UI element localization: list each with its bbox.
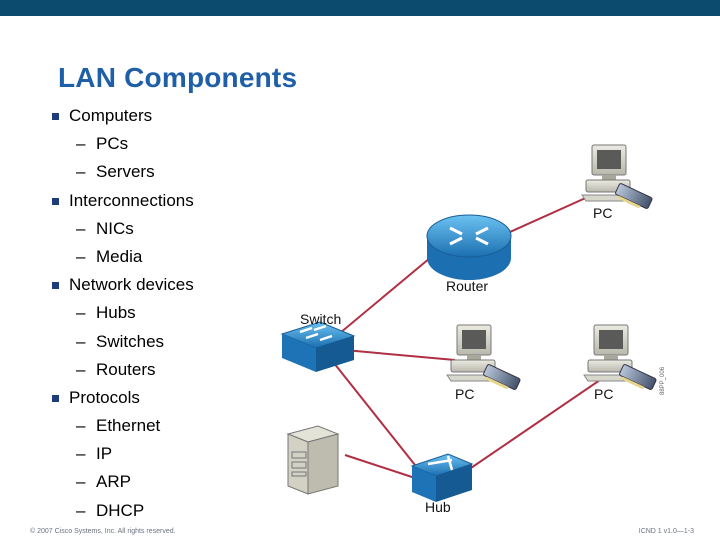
sub-bullet-item: –DHCP [52,498,292,526]
bullet-text: Computers [69,106,153,125]
label-pc-right: PC [594,386,613,402]
nic-icon [615,183,653,209]
link-hub-server [344,454,416,479]
bullet-text: Interconnections [69,190,194,210]
label-router: Router [446,278,488,294]
bullet-square-icon [52,282,59,290]
dash-marker: – [76,331,86,351]
pc-icon [581,144,631,202]
link-switch-hub [321,347,416,466]
dash-marker: – [76,359,86,379]
sub-bullet-item: –Routers [52,357,292,385]
bullet-item: Computers [52,103,292,131]
vertical-code: 88PP_006 [660,366,666,395]
bullet-square-icon [52,394,59,402]
hub-icon [410,453,474,502]
bullet-text: PCs [96,134,129,154]
bullet-text: Servers [96,162,155,182]
nic-icon [619,364,657,390]
sub-bullet-item: –IP [52,441,292,469]
link-hub-pc [467,379,601,471]
sub-bullet-item: –NICs [52,216,292,244]
dash-marker: – [76,500,86,520]
router-icon [426,214,512,280]
bullet-text: IP [96,444,113,464]
pc-icon [446,324,496,382]
dash-marker: – [76,416,86,436]
dash-marker: – [76,472,86,492]
bullet-text: Protocols [69,387,140,407]
dash-marker: – [76,246,86,266]
bullet-text: Network devices [69,275,194,295]
sub-bullet-item: –ARP [52,469,292,497]
bullet-square-icon [52,197,59,205]
sub-bullet-item: –Hubs [52,300,292,328]
label-pc-middle: PC [455,386,474,402]
switch-icon [280,321,356,372]
nic-icon [483,364,521,390]
label-switch: Switch [300,311,341,327]
bullet-square-icon [52,113,59,120]
sub-bullet-item: –Switches [52,329,292,357]
bullet-item: Network devices [52,272,292,300]
sub-bullet-item: –Media [52,244,292,272]
top-bar [0,0,720,16]
bullet-text: DHCP [96,500,145,520]
sub-bullet-item: –Ethernet [52,413,292,441]
footer-course: ICND 1 v1.0—1-3 [638,528,694,535]
bullet-text: NICs [96,218,134,238]
dash-marker: – [76,303,86,323]
dash-marker: – [76,162,86,182]
sub-bullet-item: –Servers [52,159,292,187]
footer-copyright: © 2007 Cisco Systems, Inc. All rights re… [30,528,176,535]
bullet-text: Routers [96,359,156,379]
dash-marker: – [76,134,86,154]
bullet-text: Media [96,246,143,266]
sub-bullet-item: –PCs [52,131,292,159]
bullet-text: Ethernet [96,416,161,436]
dash-marker: – [76,444,86,464]
bullet-text: Switches [96,331,165,351]
label-pc-top: PC [593,205,612,221]
bullet-text: ARP [96,472,131,492]
slide-title: LAN Components [58,62,298,93]
label-hub: Hub [425,499,451,515]
bullet-item: Interconnections [52,188,292,216]
dash-marker: – [76,218,86,238]
bullet-item: Protocols [52,385,292,413]
server-icon [286,425,340,495]
bullet-text: Hubs [96,303,136,323]
